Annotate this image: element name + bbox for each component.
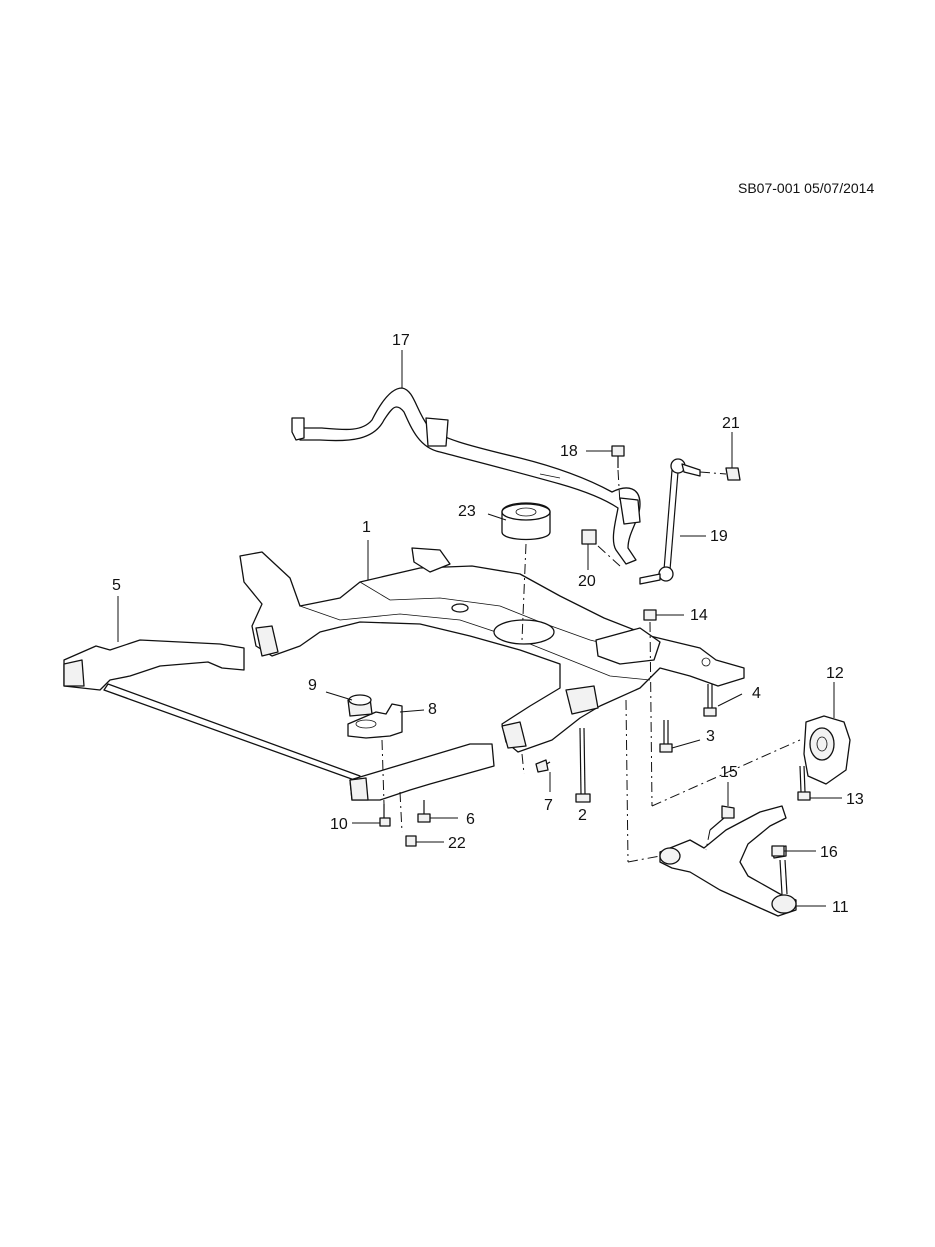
- callout-11: 11: [832, 899, 849, 916]
- nut-20[interactable]: [581, 529, 597, 545]
- callout-14: 14: [690, 607, 708, 624]
- bolt-6[interactable]: [417, 800, 431, 823]
- callout-17: 17: [392, 332, 410, 349]
- leader-lines: [117, 350, 842, 907]
- callout-15: 15: [720, 764, 738, 781]
- bolt-18[interactable]: [611, 445, 625, 468]
- assembly-lines: [381, 469, 801, 863]
- callout-21: 21: [722, 415, 740, 432]
- nut-14[interactable]: [643, 609, 657, 621]
- bolt-2[interactable]: [575, 727, 591, 803]
- bracket[interactable]: [347, 703, 403, 739]
- callout-7: 7: [544, 797, 553, 814]
- nut-21[interactable]: [725, 467, 741, 481]
- bolt-13[interactable]: [797, 765, 811, 801]
- callout-3: 3: [706, 728, 715, 745]
- bolt-15[interactable]: [709, 805, 735, 831]
- lower-control-arm[interactable]: [659, 805, 797, 917]
- callout-9: 9: [308, 677, 317, 694]
- callout-16: 16: [820, 844, 838, 861]
- nut-22[interactable]: [405, 835, 417, 847]
- callout-20: 20: [578, 573, 596, 590]
- bolt-7[interactable]: [535, 759, 551, 773]
- callout-22: 22: [448, 835, 466, 852]
- bushing-12[interactable]: [803, 715, 851, 785]
- stabilizer-bar[interactable]: [291, 387, 641, 565]
- bolt-10[interactable]: [379, 804, 391, 827]
- front-subframe[interactable]: [239, 547, 745, 753]
- callout-10: 10: [330, 816, 348, 833]
- callout-5: 5: [112, 577, 121, 594]
- nut-16[interactable]: [771, 845, 785, 857]
- callout-4: 4: [752, 685, 761, 702]
- callout-12: 12: [826, 665, 844, 682]
- callout-13: 13: [846, 791, 864, 808]
- bushing-9[interactable]: [347, 694, 373, 717]
- document-id: SB07-001 05/07/2014: [738, 180, 875, 196]
- bolt-4[interactable]: [703, 684, 717, 717]
- callout-8: 8: [428, 701, 437, 718]
- transverse-rail[interactable]: [63, 639, 495, 801]
- mount-bushing[interactable]: [501, 502, 551, 541]
- callout-18: 18: [560, 443, 578, 460]
- bolt-3[interactable]: [659, 720, 673, 753]
- callout-labels: 1 2 3 4 5 6 7 8 9 10 11 12 13 14 15 16 1…: [112, 332, 864, 916]
- callout-2: 2: [578, 807, 587, 824]
- callout-19: 19: [710, 528, 728, 545]
- stabilizer-link[interactable]: [639, 458, 701, 585]
- callout-1: 1: [362, 519, 371, 536]
- callout-23: 23: [458, 503, 476, 520]
- callout-6: 6: [466, 811, 475, 828]
